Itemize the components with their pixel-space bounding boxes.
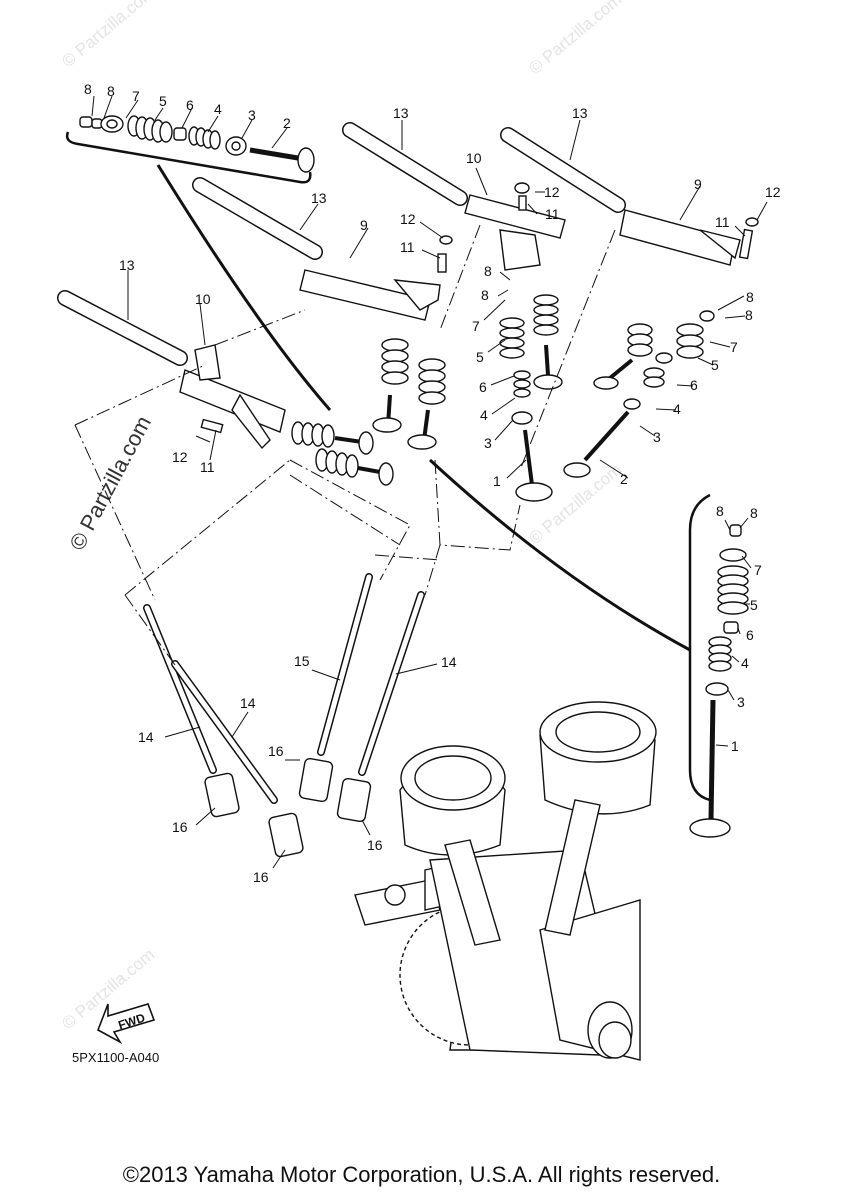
part-number-label: 16 (367, 837, 383, 853)
bolts-11-12 (200, 182, 759, 434)
part-number-label: 11 (545, 206, 560, 222)
watermark-text: © Partzilla.com (58, 0, 158, 71)
push-rods-13 (57, 122, 626, 366)
part-number-label: 11 (400, 239, 415, 255)
fwd-arrow-badge: FWD (97, 1003, 156, 1045)
part-number-label: 5 (159, 93, 167, 109)
diagram-code: 5PX1100-A040 (72, 1050, 159, 1065)
rocker-assemblies (179, 194, 741, 450)
part-number-label: 8 (716, 503, 724, 519)
part-number-label: 3 (737, 694, 745, 710)
part-number-label: 8 (746, 289, 754, 305)
part-number-label: 3 (484, 435, 492, 451)
part-number-label: 12 (544, 184, 560, 200)
center-valves (291, 294, 715, 502)
part-number-label: 14 (138, 729, 154, 745)
part-number-label: 11 (715, 214, 730, 230)
part-number-label: 6 (746, 627, 754, 643)
part-number-label: 3 (653, 429, 661, 445)
part-number-label: 6 (186, 97, 194, 113)
part-number-label: 1 (493, 473, 501, 489)
part-number-label: 14 (240, 695, 256, 711)
part-number-label: 8 (484, 263, 492, 279)
watermark-text: © Partzilla.com (525, 0, 625, 78)
part-number-label: 8 (750, 505, 758, 521)
part-number-label: 12 (400, 211, 416, 227)
part-number-label: 9 (694, 176, 702, 192)
crankshaft-pistons (354, 701, 657, 1061)
part-number-label: 15 (294, 653, 310, 669)
part-number-label: 10 (466, 150, 482, 166)
part-number-label: 5 (750, 597, 758, 613)
part-number-label: 12 (172, 449, 188, 465)
watermark-side-text: © Partzilla.com (64, 412, 156, 555)
part-number-label: 6 (479, 379, 487, 395)
connector-lines (74, 224, 616, 666)
part-number-label: 14 (441, 654, 457, 670)
part-number-label: 8 (745, 307, 753, 323)
part-number-label: 1 (731, 738, 739, 754)
part-number-label: 13 (572, 105, 588, 121)
part-number-label: 7 (132, 88, 140, 104)
part-number-label: 4 (673, 401, 681, 417)
part-number-label: 2 (620, 471, 628, 487)
part-number-label: 8 (107, 83, 115, 99)
part-number-label: 12 (765, 184, 781, 200)
part-number-label: 8 (481, 287, 489, 303)
part-number-label: 13 (393, 105, 409, 121)
valve-group-top-left (65, 115, 332, 411)
part-number-label: 2 (283, 115, 291, 131)
part-number-label: 13 (119, 257, 135, 273)
part-number-label: 16 (268, 743, 284, 759)
valve-group-right (428, 458, 749, 838)
part-number-label: 7 (754, 562, 762, 578)
part-number-label: 8 (84, 81, 92, 97)
part-number-label: 16 (253, 869, 269, 885)
part-number-label: 11 (200, 459, 215, 475)
part-number-label: 4 (214, 101, 222, 117)
leader-lines (91, 95, 768, 869)
lifter-rods (143, 573, 425, 858)
part-number-label: 16 (172, 819, 188, 835)
part-number-label: 5 (711, 357, 719, 373)
part-number-labels: 8 8 7 5 6 4 3 2 13 13 13 13 10 10 9 9 12… (84, 81, 781, 885)
part-number-label: 7 (472, 318, 480, 334)
part-number-label: 4 (480, 407, 488, 423)
part-number-label: 9 (360, 217, 368, 233)
part-number-label: 5 (476, 349, 484, 365)
copyright-notice: ©2013 Yamaha Motor Corporation, U.S.A. A… (122, 1162, 721, 1187)
part-number-label: 7 (730, 339, 738, 355)
part-number-label: 6 (690, 377, 698, 393)
part-number-label: 13 (311, 190, 327, 206)
part-number-label: 10 (195, 291, 211, 307)
part-number-label: 4 (741, 655, 749, 671)
part-number-label: 3 (248, 107, 256, 123)
